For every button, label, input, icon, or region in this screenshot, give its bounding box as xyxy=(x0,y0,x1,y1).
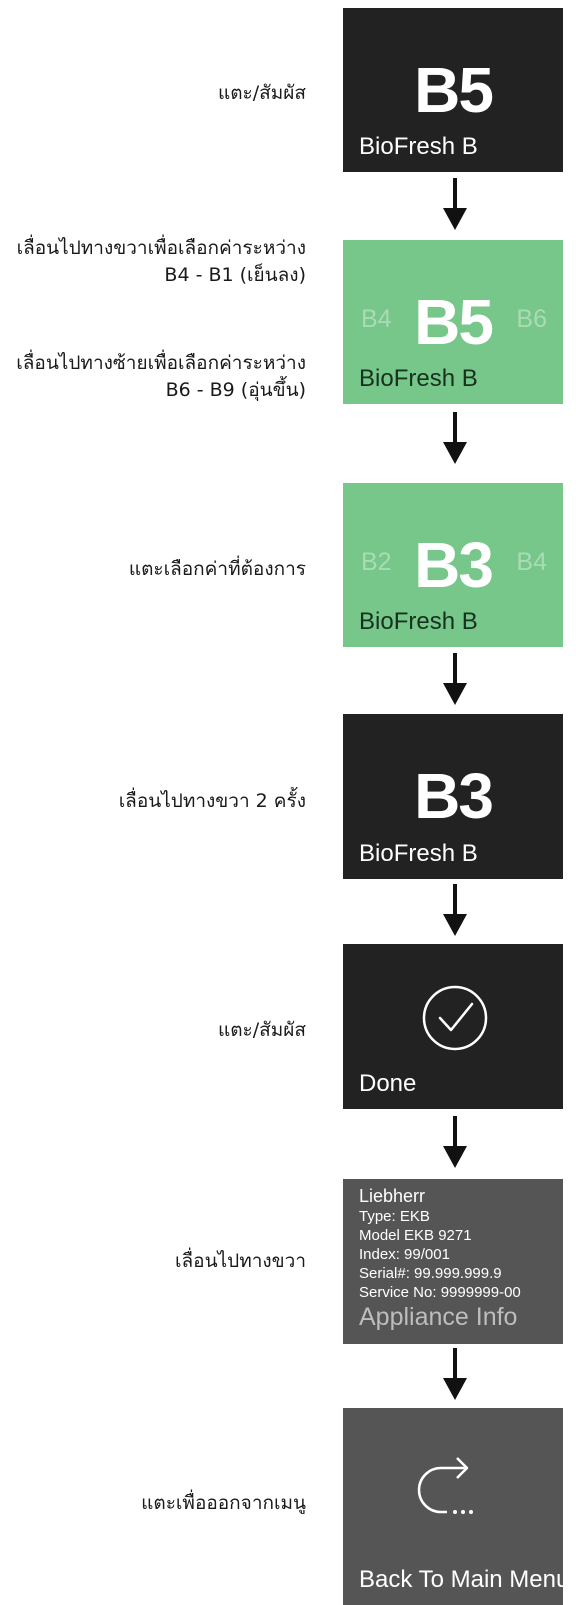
panel-caption: BioFresh B xyxy=(359,608,478,635)
step-5-panel[interactable]: Done xyxy=(343,944,563,1109)
step-7-panel[interactable]: Back To Main Menu xyxy=(343,1408,563,1605)
down-arrow-icon xyxy=(443,653,467,705)
step-3-panel[interactable]: B2 B3 B4 BioFresh B xyxy=(343,483,563,647)
instruction-line: B6 - B9 (อุ่นขึ้น) xyxy=(165,379,306,401)
step-6-instruction: เลื่อนไปทางขวา xyxy=(175,1250,306,1272)
down-arrow-icon xyxy=(443,178,467,230)
step-4-instruction: เลื่อนไปทางขวา 2 ครั้ง xyxy=(118,790,306,812)
down-arrow-icon xyxy=(443,412,467,464)
step-5-instruction: แตะ/สัมผัส xyxy=(217,1019,306,1041)
next-value: B4 xyxy=(516,548,547,576)
step-3-instruction: แตะเลือกค่าที่ต้องการ xyxy=(128,558,306,580)
temperature-value: B5 xyxy=(414,54,494,126)
panel-caption: Done xyxy=(359,1070,417,1097)
temperature-value: B3 xyxy=(414,529,494,601)
step-6-panel[interactable]: Liebherr Type: EKB Model EKB 9271 Index:… xyxy=(343,1179,563,1344)
previous-value: B2 xyxy=(361,548,392,576)
previous-value: B4 xyxy=(361,305,392,333)
instruction-line: B4 - B1 (เย็นลง) xyxy=(164,264,306,286)
step-7-instruction: แตะเพื่อออกจากเมนู xyxy=(141,1492,306,1514)
back-arrow-icon xyxy=(417,1457,473,1514)
instruction-line: เลื่อนไปทางซ้ายเพื่อเลือกค่าระหว่าง xyxy=(16,352,306,374)
step-4-panel[interactable]: B3 BioFresh B xyxy=(343,714,563,879)
panel-caption: BioFresh B xyxy=(359,365,478,392)
appliance-model: Model EKB 9271 xyxy=(359,1227,472,1244)
panel-caption: Appliance Info xyxy=(359,1303,518,1331)
panel-caption: BioFresh B xyxy=(359,840,478,867)
next-value: B6 xyxy=(516,305,547,333)
down-arrow-icon xyxy=(443,1116,467,1168)
panel-caption: Back To Main Menu xyxy=(359,1566,563,1593)
appliance-serial: Serial#: 99.999.999.9 xyxy=(359,1265,502,1282)
temperature-value: B3 xyxy=(414,760,494,832)
down-arrow-icon xyxy=(443,1348,467,1400)
step-2-panel[interactable]: B4 B5 B6 BioFresh B xyxy=(343,240,563,404)
temperature-value: B5 xyxy=(414,286,494,358)
instruction-line: เลื่อนไปทางขวาเพื่อเลือกค่าระหว่าง xyxy=(16,237,306,259)
step-2-instruction-left: เลื่อนไปทางซ้ายเพื่อเลือกค่าระหว่าง B6 -… xyxy=(16,350,306,404)
panel-caption: BioFresh B xyxy=(359,133,478,160)
appliance-index: Index: 99/001 xyxy=(359,1246,450,1263)
step-2-instruction-right: เลื่อนไปทางขวาเพื่อเลือกค่าระหว่าง B4 - … xyxy=(17,235,306,289)
down-arrow-icon xyxy=(443,884,467,936)
appliance-service-no: Service No: 9999999-00 xyxy=(359,1284,521,1301)
step-1-instruction: แตะ/สัมผัส xyxy=(217,82,306,104)
step-1-panel[interactable]: B5 BioFresh B xyxy=(343,8,563,172)
appliance-type: Type: EKB xyxy=(359,1208,430,1225)
brand-name: Liebherr xyxy=(359,1186,426,1206)
appliance-info: Liebherr Type: EKB Model EKB 9271 Index:… xyxy=(359,1185,521,1332)
checkmark-circle-icon xyxy=(422,985,488,1051)
